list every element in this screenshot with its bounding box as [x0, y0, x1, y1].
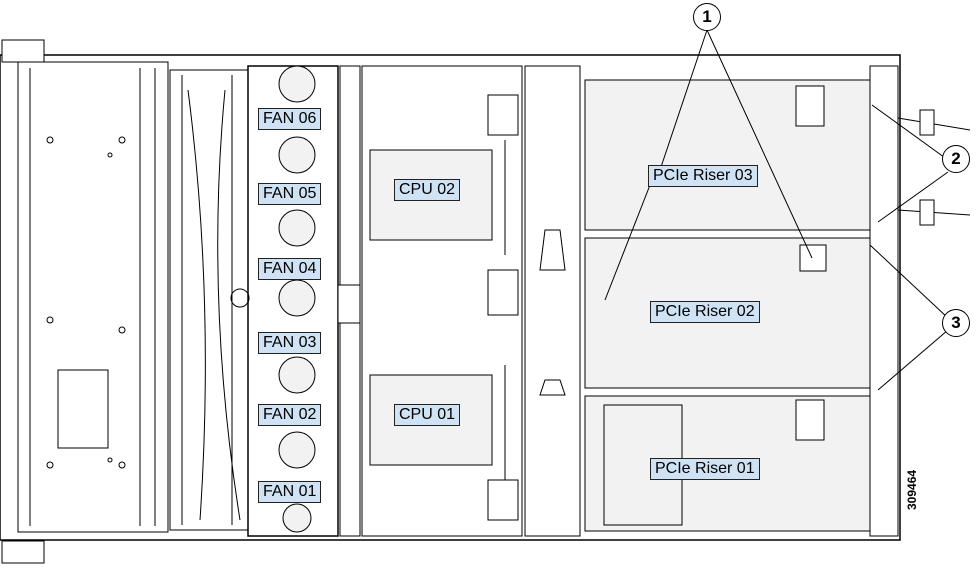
- rear-handle-upper: [919, 109, 935, 136]
- front-panel-label-area: [57, 369, 109, 449]
- callout-1: 1: [693, 3, 721, 31]
- fan-06-label: FAN 06: [258, 108, 322, 130]
- midplane-latch: [230, 288, 250, 308]
- fan-rotor: [278, 209, 316, 247]
- fan-rotors: [278, 65, 316, 533]
- figure-id: 309464: [905, 469, 919, 510]
- fan-01-label: FAN 01: [258, 481, 322, 503]
- baffle-latch: [337, 284, 361, 324]
- riser-02-tab: [799, 244, 827, 272]
- cpu-01-clip: [487, 479, 519, 521]
- center-board-area: [524, 65, 581, 537]
- callout-1-leader-b: [706, 29, 813, 259]
- fan-05-label: FAN 05: [258, 183, 322, 205]
- callout-1-leader-c: [604, 184, 651, 301]
- fan-02-label: FAN 02: [258, 404, 322, 426]
- fan-rotor: [278, 356, 316, 394]
- fan-rotor: [278, 65, 316, 103]
- cpu-01-label: CPU 01: [394, 404, 461, 426]
- callout-1-leader-a: [659, 29, 708, 171]
- fan-rotor: [278, 136, 316, 174]
- callout-2-leader-b: [877, 171, 949, 223]
- cpu-02-clip: [487, 94, 519, 136]
- callout-3: 3: [942, 309, 970, 337]
- callout-2: 2: [942, 145, 970, 173]
- cpu-area: [361, 65, 523, 537]
- rear-panel: [869, 65, 899, 537]
- pcie-riser-03-slot: [584, 79, 871, 231]
- fan-03-label: FAN 03: [258, 332, 322, 354]
- fan-rotor: [278, 431, 316, 469]
- chassis-outline: [0, 54, 901, 541]
- riser-01-tab: [795, 399, 825, 441]
- chassis-handle-bottom: [1, 540, 45, 564]
- pcie-riser-03-label: PCIe Riser 03: [648, 165, 758, 187]
- callout-3-leader-b: [877, 329, 949, 391]
- fan-rotor: [282, 503, 312, 533]
- chassis-handle-top: [1, 39, 45, 63]
- pcie-riser-02-label: PCIe Riser 02: [650, 301, 760, 323]
- rear-handle-lower: [919, 199, 935, 226]
- cpu-mid-clip: [487, 269, 519, 316]
- front-drive-bay: [17, 61, 169, 533]
- fan-04-label: FAN 04: [258, 258, 322, 280]
- callout-3-leader-a: [869, 244, 949, 319]
- cpu-02-label: CPU 02: [394, 179, 461, 201]
- fan-rotor: [278, 279, 316, 317]
- pcie-riser-01-label: PCIe Riser 01: [650, 458, 760, 480]
- riser-03-tab: [795, 85, 825, 127]
- callout-2-leader-a: [871, 104, 949, 161]
